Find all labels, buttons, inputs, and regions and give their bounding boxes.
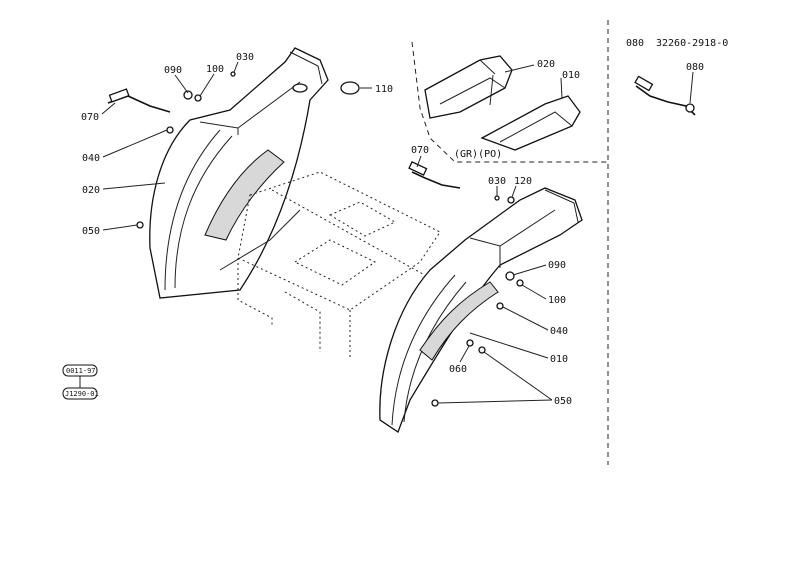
- clip-120: [507, 196, 515, 204]
- header-code: 080: [626, 38, 644, 49]
- bolt-040-right: [496, 302, 504, 310]
- bolt-050-right-b: [431, 399, 439, 407]
- nut-100-left: [194, 94, 202, 102]
- cable-assembly-mid: [408, 161, 461, 189]
- inset-fender-020: [424, 55, 513, 119]
- callout-050-right: 050: [554, 396, 572, 407]
- cable-assembly-left: [107, 88, 171, 113]
- screw-030-right: [494, 195, 500, 201]
- spacer-060: [466, 339, 474, 347]
- callout-100-right: 100: [548, 295, 566, 306]
- callout-050-left: 050: [82, 226, 100, 237]
- callout-040-left: 040: [82, 153, 100, 164]
- leader-lines: [101, 61, 694, 404]
- callout-080: 080: [686, 62, 704, 73]
- callout-070-left: 070: [81, 112, 99, 123]
- callout-070-mid: 070: [411, 145, 429, 156]
- grommet-110: [340, 81, 360, 95]
- bolt-040-left: [166, 126, 174, 134]
- revision-badges: 0011-97 J1290-01: [62, 364, 99, 400]
- cable-assembly-inset: [634, 75, 696, 116]
- left-fender: [149, 47, 329, 299]
- nut-100-right: [516, 279, 524, 287]
- callout-030-left: 030: [236, 52, 254, 63]
- badge-top: 0011-97: [66, 367, 96, 375]
- callout-100-left: 100: [206, 64, 224, 75]
- screw-030-left: [230, 71, 236, 77]
- right-fender: [379, 187, 583, 433]
- callout-010-upper: 010: [562, 70, 580, 81]
- callout-090-left: 090: [164, 65, 182, 76]
- bolt-050-right-a: [478, 346, 486, 354]
- callout-040-right: 040: [550, 326, 568, 337]
- washer-090-left: [183, 90, 193, 100]
- inset-label: (GR)(PO): [454, 149, 502, 160]
- callout-030-right: 030: [488, 176, 506, 187]
- floor-plate: [237, 171, 441, 360]
- inset-divider: [411, 41, 608, 163]
- callout-060: 060: [449, 364, 467, 375]
- callout-020-left: 020: [82, 185, 100, 196]
- callout-120: 120: [514, 176, 532, 187]
- washer-090-right: [505, 271, 515, 281]
- callout-020-upper: 020: [537, 59, 555, 70]
- header-part-number: 32260-2918-0: [656, 38, 728, 49]
- callout-090-right: 090: [548, 260, 566, 271]
- callout-110: 110: [375, 84, 393, 95]
- bolt-050-left: [136, 221, 144, 229]
- badge-bottom: J1290-01: [65, 390, 99, 398]
- inset-fender-010: [480, 95, 581, 151]
- callout-010-right: 010: [550, 354, 568, 365]
